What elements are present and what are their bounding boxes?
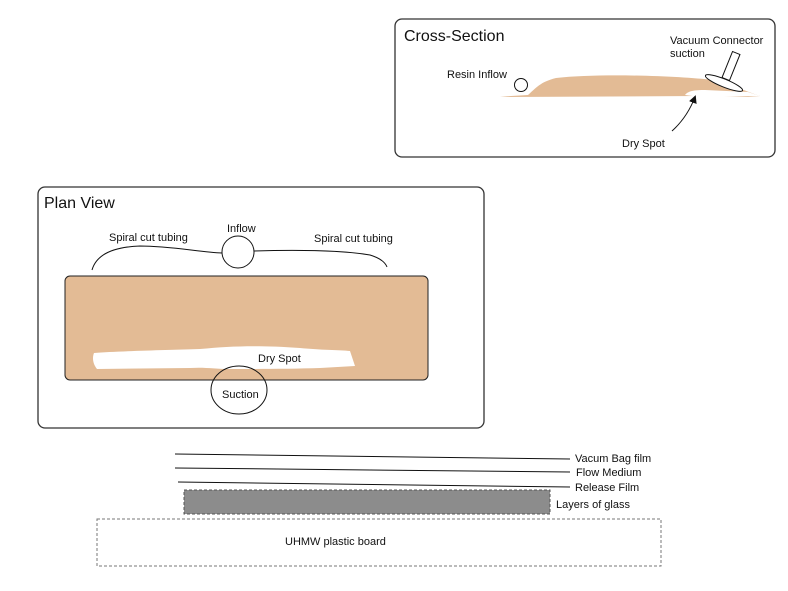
glass-layers [183, 489, 551, 515]
tubing-right-label: Spiral cut tubing [314, 233, 393, 245]
inflow-label: Inflow [227, 223, 256, 235]
plan-view-dry-spot-label: Dry Spot [258, 353, 301, 365]
vacuum-connector-icon [704, 50, 744, 92]
flow-medium-line [174, 467, 571, 473]
layer-label: Flow Medium [576, 467, 641, 479]
tubing-left-label: Spiral cut tubing [109, 232, 188, 244]
resin-inflow-icon [514, 78, 528, 92]
plan-view-dry-spot [93, 346, 355, 369]
dry-spot-arrow [671, 95, 697, 132]
layer-label: Vacum Bag film [575, 453, 651, 465]
layer-stack: Vacum Bag film Flow Medium Release Film … [96, 453, 662, 567]
plan-view-panel: Plan View Inflow Spiral cut tubing Spira… [37, 186, 485, 429]
cross-section-dry-spot-label: Dry Spot [622, 138, 665, 150]
resin-inflow-label: Resin Inflow [447, 69, 507, 81]
suction-icon [210, 365, 268, 415]
cross-section-panel: Cross-Section Resin Inflow Vacuum Connec… [394, 18, 776, 158]
release-film-line [177, 481, 571, 488]
inflow-icon [221, 235, 255, 269]
cross-section-title: Cross-Section [404, 28, 504, 45]
uhmw-board [96, 518, 662, 567]
layer-label: Release Film [575, 482, 639, 494]
suction-label: Suction [222, 389, 259, 401]
vacuum-bag-film-line [174, 453, 571, 460]
spiral-tubing-right [253, 249, 388, 268]
plan-view-title: Plan View [44, 195, 115, 212]
spiral-tubing-left [91, 245, 223, 271]
uhmw-board-label: UHMW plastic board [285, 536, 386, 548]
vacuum-connector-label: Vacuum Connector [670, 35, 764, 47]
vacuum-connector-sublabel: suction [670, 48, 705, 60]
layer-label: Layers of glass [556, 499, 630, 511]
